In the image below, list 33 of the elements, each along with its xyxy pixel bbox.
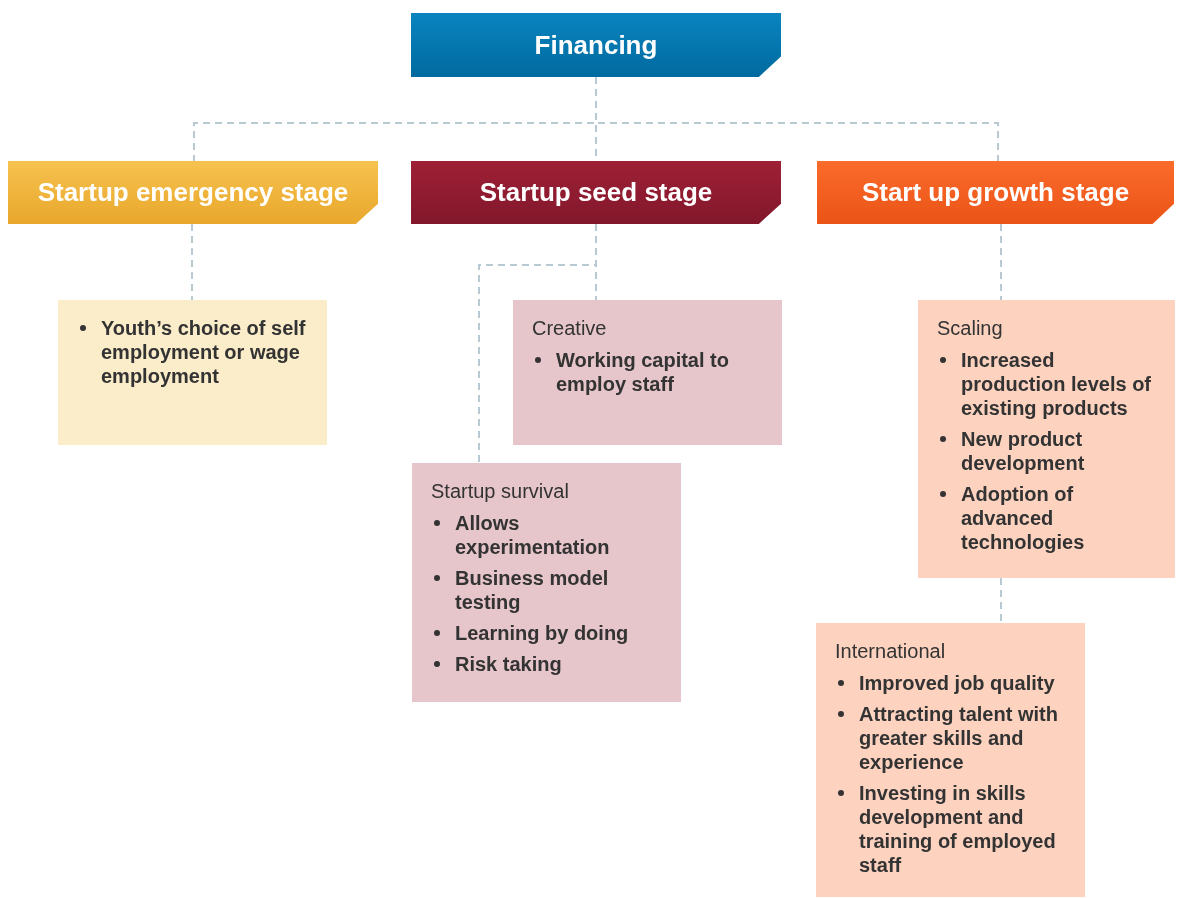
stage-banner <box>411 13 781 77</box>
bullet-text: Business model testing <box>455 566 610 614</box>
stage-banner <box>817 161 1174 224</box>
bullet-text: Learning by doing <box>455 621 629 645</box>
banner-title: Start up growth stage <box>861 177 1130 208</box>
card-heading: Scaling <box>937 316 1004 340</box>
bullet-text: New product development <box>961 427 1086 475</box>
connector-line <box>1000 223 1002 301</box>
stage-banner <box>8 161 378 224</box>
card-heading: Startup survival <box>431 479 570 503</box>
card-heading: International <box>835 639 947 663</box>
connector-line <box>1000 577 1002 624</box>
info-card <box>58 300 327 445</box>
bullet-text: Adoption of advanced technologies <box>961 482 1086 554</box>
banner-title: Startup emergency stage <box>37 177 349 208</box>
bullet-text: Investing in skills development and training of employed staff <box>859 781 1057 877</box>
bullet-text: Working capital to employ staff <box>556 348 730 396</box>
bullet-text: Increased production levels of existing products <box>961 348 1153 420</box>
bullet-text: Youth’s choice of self employment or wage employment <box>101 316 307 388</box>
banner-title: Financing <box>534 29 658 61</box>
info-card <box>816 623 1085 897</box>
bullet-text: Allows experimentation <box>455 511 611 559</box>
info-card <box>513 300 782 445</box>
connector-line <box>478 223 597 464</box>
banner-title: Startup seed stage <box>479 177 713 208</box>
bullet-text: Attracting talent with greater skills and experience <box>859 702 1059 774</box>
card-heading: Creative <box>532 316 608 340</box>
connector-line <box>191 223 193 301</box>
info-card <box>918 300 1175 578</box>
bullet-text: Risk taking <box>455 652 562 676</box>
bullet-text: Improved job quality <box>859 671 1055 695</box>
info-card <box>412 463 681 702</box>
stage-banner <box>411 161 781 224</box>
